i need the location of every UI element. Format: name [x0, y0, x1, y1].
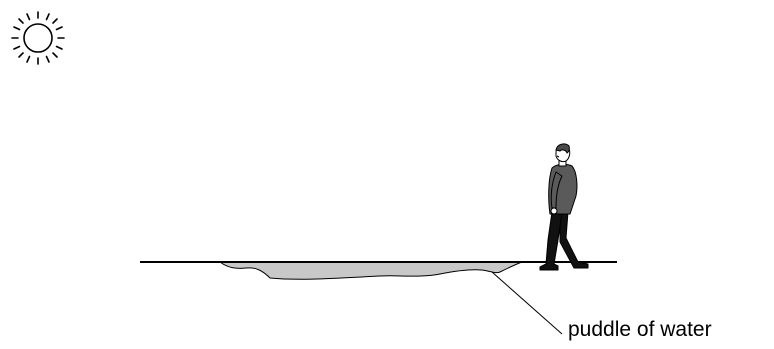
puddle-label: puddle of water	[568, 318, 712, 341]
sun-icon	[12, 12, 64, 64]
puddle-leader-line	[492, 272, 562, 334]
person-walking-icon	[540, 144, 588, 270]
puddle-shape	[220, 262, 522, 279]
